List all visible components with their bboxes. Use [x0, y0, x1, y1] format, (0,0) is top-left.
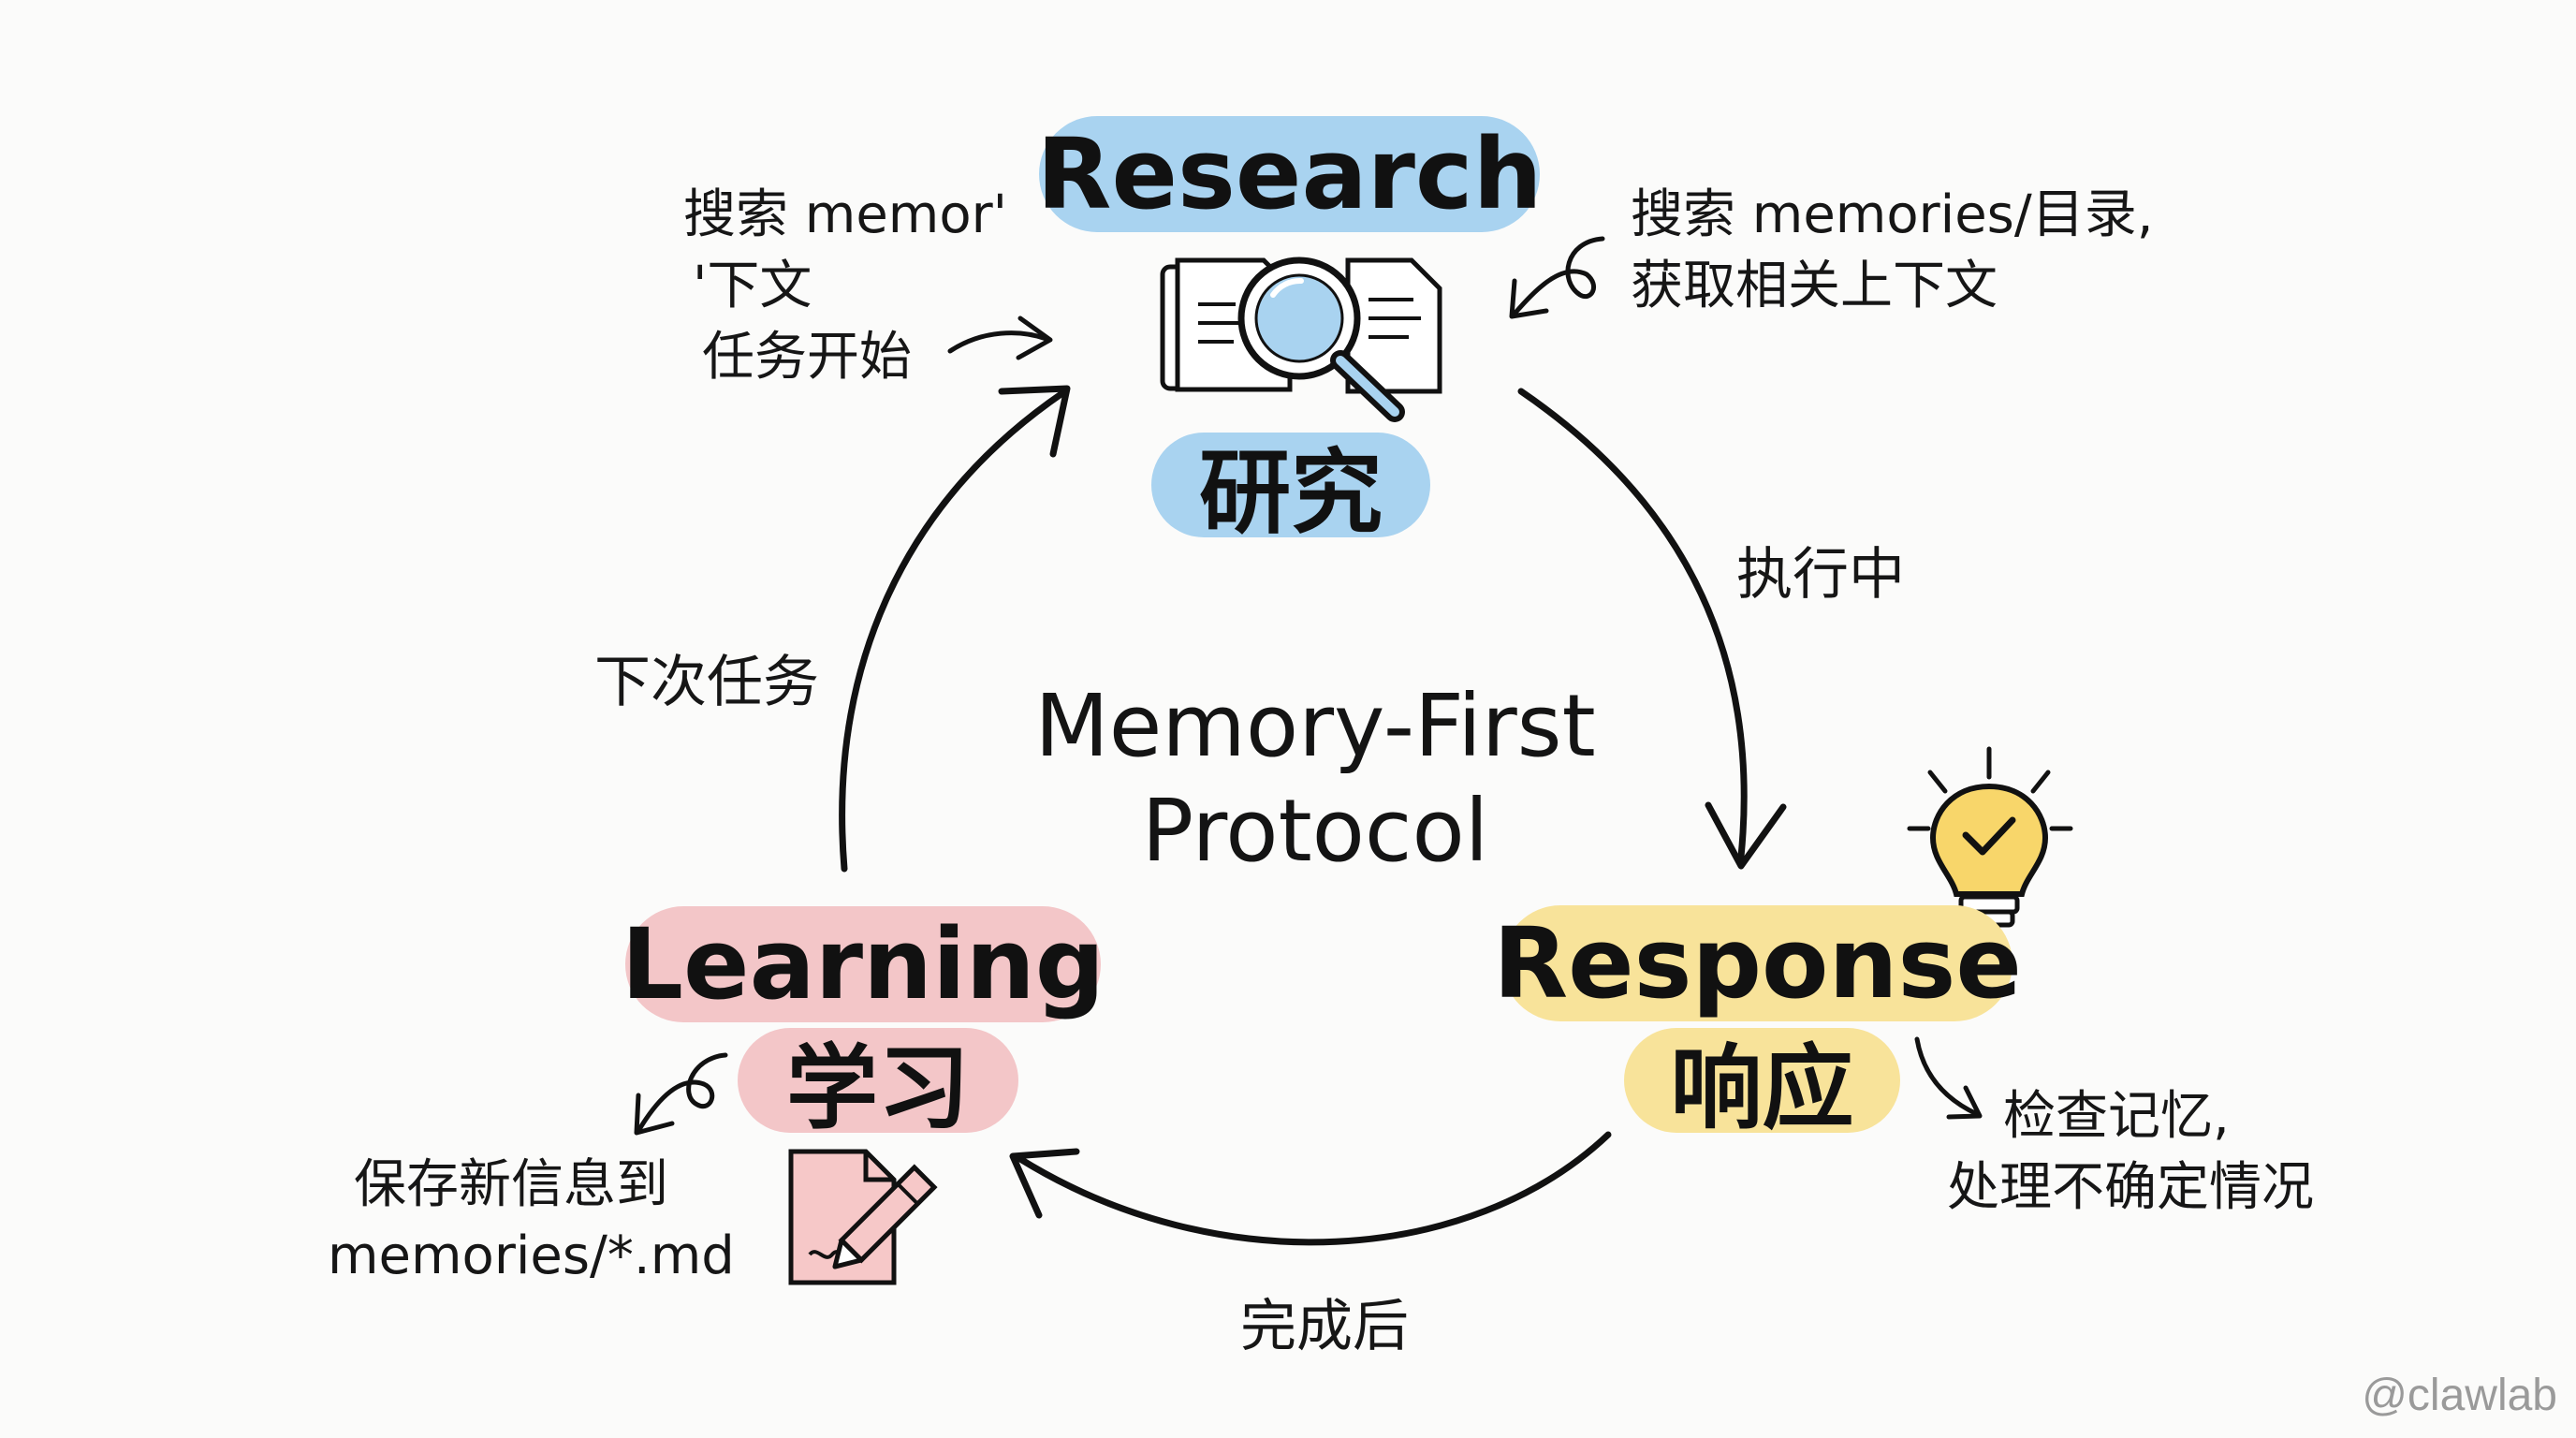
- center-title-line1: Memory-First: [1034, 676, 1596, 776]
- learning-label-zh: 学习: [738, 1028, 1018, 1142]
- magnifier-documents-icon: [1160, 257, 1442, 422]
- document-pencil-icon: [788, 1149, 938, 1285]
- annotation-bottom-left-line1: 保存新信息到: [354, 1154, 668, 1215]
- response-label-zh: 响应: [1624, 1028, 1900, 1142]
- learning-label-en: Learning: [622, 906, 1105, 1022]
- annotation-top-left-line2: '下文: [693, 256, 812, 316]
- research-label-zh: 研究: [1151, 433, 1430, 547]
- annotation-bottom-left: 保存新信息到 memories/*.md: [328, 1150, 735, 1292]
- annotation-top-left-line1: 搜索 memor': [683, 184, 1008, 245]
- annotation-bottom-right: 检查记忆, 处理不确定情况: [1947, 1081, 2314, 1224]
- annotation-arrow-top-left: [947, 330, 1049, 354]
- learning-en-text: Learning: [621, 907, 1105, 1021]
- lightbulb-check-icon: [1907, 746, 2073, 928]
- annotation-bottom-right-line1: 检查记忆,: [2003, 1086, 2230, 1147]
- annotation-bottom-right-line2: 处理不确定情况: [1947, 1157, 2314, 1218]
- response-en-text: Response: [1493, 906, 2022, 1020]
- center-title: Memory-First Protocol: [978, 674, 1652, 884]
- annotation-top-left-line3: 任务开始: [702, 327, 912, 388]
- arrow-response-to-learning: [1017, 1131, 1612, 1246]
- annotation-top-left: 搜索 memor' '下文 任务开始: [683, 180, 1007, 393]
- annotation-arrow-bottom-right: [1914, 1036, 1980, 1117]
- arrow-research-to-response: [1517, 388, 1748, 860]
- annotation-bottom-left-line2: memories/*.md: [328, 1225, 735, 1286]
- annotation-arrow-bottom-left: [636, 1052, 728, 1134]
- center-title-line2: Protocol: [1141, 781, 1489, 881]
- research-zh-text: 研究: [1198, 440, 1383, 547]
- edge-label-executing: 执行中: [1736, 542, 1905, 608]
- annotation-top-right-line2: 获取相关上下文: [1631, 256, 1998, 316]
- research-en-text: Research: [1036, 117, 1543, 231]
- learning-zh-text: 学习: [785, 1035, 970, 1142]
- annotation-top-right: 搜索 memories/目录, 获取相关上下文: [1631, 180, 2154, 322]
- watermark: @clawlab: [2362, 1371, 2557, 1420]
- annotation-top-right-line1: 搜索 memories/目录,: [1631, 184, 2154, 245]
- response-label-en: Response: [1493, 905, 2022, 1021]
- response-zh-text: 响应: [1670, 1035, 1854, 1142]
- arrow-learning-to-research: [839, 389, 1066, 873]
- annotation-arrow-top-right: [1512, 236, 1605, 316]
- research-label-en: Research: [1036, 116, 1543, 232]
- edge-label-next-task: 下次任务: [594, 650, 819, 715]
- edge-label-after-completion: 完成后: [1240, 1294, 1409, 1359]
